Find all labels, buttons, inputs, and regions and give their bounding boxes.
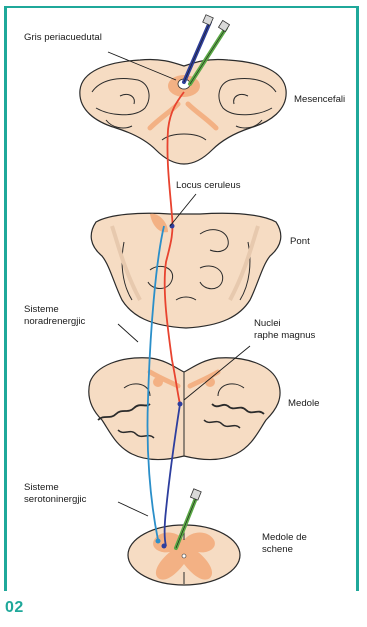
label-mesencefali: Mesencefali: [294, 94, 345, 105]
label-medole: Medole: [288, 398, 319, 409]
label-medole-de-schene-2: schene: [262, 544, 293, 555]
mesencephalon-section: [80, 59, 286, 164]
leader-noradrenergjic: [118, 324, 138, 342]
label-pont: Pont: [290, 236, 310, 247]
label-medole-de-schene-1: Medole de: [262, 532, 307, 543]
label-sisteme-noradrenergjic-2: noradrenergjic: [24, 316, 86, 327]
medulla-section: [89, 358, 280, 460]
label-sisteme-noradrenergjic-1: Sisteme: [24, 304, 59, 315]
figure-number: 02: [5, 599, 24, 617]
leader-serotoninergjic: [118, 502, 148, 516]
label-nuclei-raphe-2: raphe magnus: [254, 330, 316, 341]
spinal-cord-section: [128, 525, 240, 585]
pons-section: [91, 213, 281, 328]
label-sisteme-serotoninergjic-1: Sisteme: [24, 482, 59, 493]
label-sisteme-serotoninergjic-2: serotoninergjic: [24, 494, 87, 505]
label-locus-ceruleus: Locus ceruleus: [176, 180, 241, 191]
label-nuclei-raphe-1: Nuclei: [254, 318, 281, 329]
label-gris-periacuedutal: Gris periacuedutal: [24, 32, 102, 43]
